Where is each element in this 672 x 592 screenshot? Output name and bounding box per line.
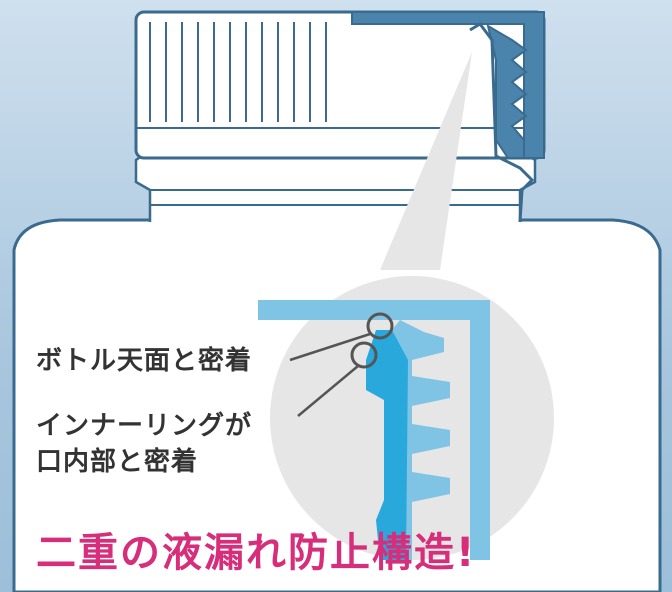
cap-ridges [149,22,327,122]
bottle-neck [134,148,537,222]
callout-inner-ring: インナーリングが 口内部と密着 [36,408,252,480]
leader-line-1 [289,332,371,362]
leader-line-2 [297,365,359,417]
cap-thread-section [486,23,528,159]
callout-inner-ring-line2: 口内部と密着 [36,447,199,477]
callout-top-seal: ボトル天面と密着 [36,346,253,376]
magnifier-pointer [380,52,472,270]
magnified-bottle-wall [366,330,408,560]
bottle-mouth-section [469,22,535,223]
magnified-cap [258,300,490,560]
contact-marker-top [366,312,394,340]
callout-inner-ring-line1: インナーリングが [36,411,253,441]
headline: 二重の液漏れ防止構造! [36,530,477,576]
contact-marker-inner [350,341,378,369]
